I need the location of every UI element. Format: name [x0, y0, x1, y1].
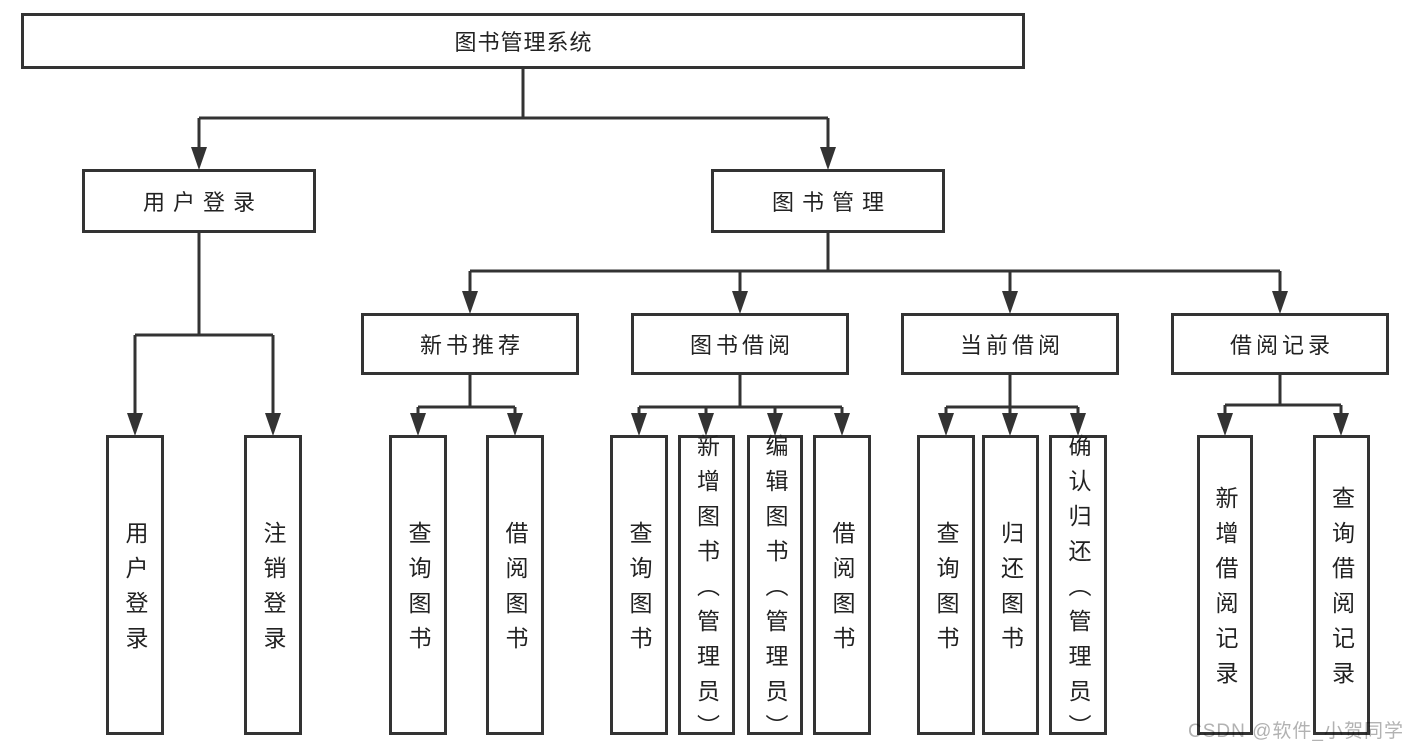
node-new-book-recommendation: 新书推荐 — [361, 313, 579, 375]
leaf-confirm-return-admin: 确认归还（管理员） — [1049, 434, 1107, 747]
leaf-add-books-admin: 新增图书（管理员） — [678, 434, 735, 747]
node-label: 查询图书 — [405, 521, 431, 661]
leaf-return-books: 归还图书 — [982, 435, 1039, 735]
leaf-query-borrow-record: 查询借阅记录 — [1313, 435, 1370, 735]
node-label: 查询图书 — [626, 521, 652, 661]
node-label: 归还图书 — [997, 521, 1024, 661]
node-label: 确认归还（管理员） — [1065, 433, 1091, 747]
node-label: 用户登录 — [142, 190, 263, 215]
leaf-add-borrow-record: 新增借阅记录 — [1197, 435, 1253, 735]
node-label: 借阅记录 — [1229, 333, 1334, 358]
node-library-management-system: 图书管理系统 — [21, 13, 1025, 69]
leaf-user-login: 用户登录 — [106, 435, 164, 735]
node-label: 用户登录 — [122, 521, 148, 661]
node-label: 查询图书 — [933, 521, 959, 661]
node-current-borrowing: 当前借阅 — [901, 313, 1119, 375]
node-label: 借阅图书 — [829, 521, 855, 661]
leaf-edit-books-admin: 编辑图书（管理员） — [747, 434, 803, 747]
node-label: 新增图书（管理员） — [693, 433, 720, 747]
node-label: 图书管理系统 — [454, 30, 593, 55]
leaf-query-books-current: 查询图书 — [917, 435, 975, 735]
node-book-management: 图书管理 — [711, 169, 945, 233]
node-label: 图书管理 — [771, 190, 892, 215]
node-book-borrowing: 图书借阅 — [631, 313, 849, 375]
node-label: 查询借阅记录 — [1328, 486, 1355, 696]
leaf-query-books-recommend: 查询图书 — [389, 435, 447, 735]
leaf-logout: 注销登录 — [244, 435, 302, 735]
leaf-borrow-books: 借阅图书 — [813, 435, 871, 735]
node-label: 当前借阅 — [959, 333, 1064, 358]
node-label: 编辑图书（管理员） — [762, 433, 788, 747]
node-label: 新书推荐 — [419, 333, 524, 358]
csdn-watermark: CSDN @软件_小贺同学 — [1188, 721, 1404, 742]
node-label: 注销登录 — [260, 521, 286, 661]
node-borrowing-records: 借阅记录 — [1171, 313, 1389, 375]
node-label: 新增借阅记录 — [1212, 486, 1238, 696]
node-label: 借阅图书 — [502, 521, 528, 661]
leaf-query-books-borrowing: 查询图书 — [610, 435, 668, 735]
node-user-login: 用户登录 — [82, 169, 316, 233]
node-label: 图书借阅 — [689, 333, 794, 358]
leaf-borrow-books-recommend: 借阅图书 — [486, 435, 544, 735]
